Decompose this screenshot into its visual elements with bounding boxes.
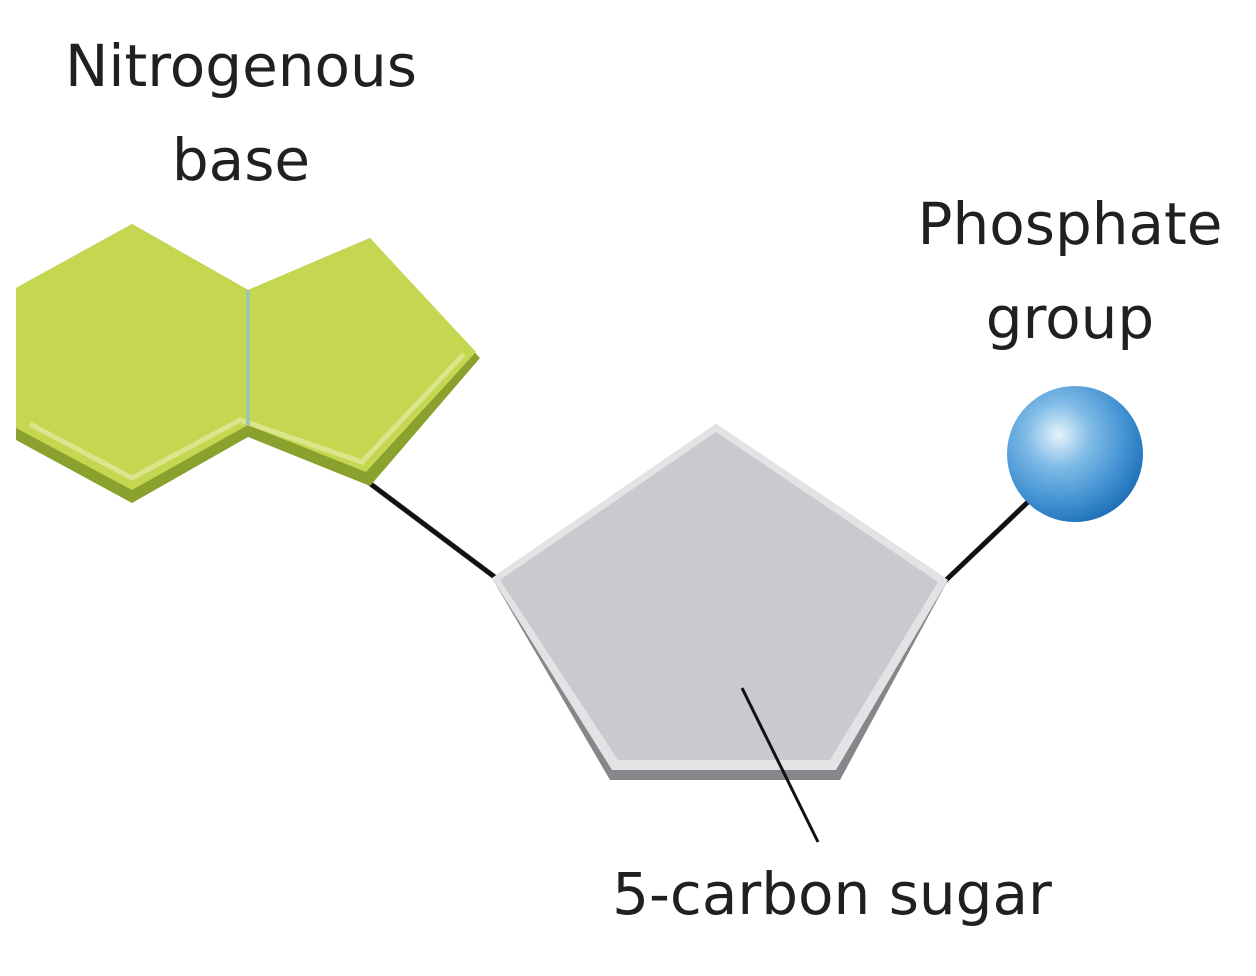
sugar-shape <box>492 424 948 780</box>
phosphate-group-sphere <box>1007 386 1143 522</box>
sugar-phosphate-bond <box>942 498 1032 584</box>
nitrogenous-base-label-line2: base <box>172 126 310 194</box>
nitrogenous-base-label-line1: Nitrogenous <box>65 32 417 100</box>
phosphate-group-label-line1: Phosphate <box>918 190 1223 258</box>
base-bevel-highlight <box>28 352 466 481</box>
nitrogenous-base-shape <box>16 224 480 503</box>
sugar-pentagon <box>500 432 938 760</box>
base-sugar-bond <box>366 480 498 580</box>
sugar-label: 5-carbon sugar <box>612 860 1052 928</box>
base-pentagon <box>248 238 476 472</box>
phosphate-group-label-line2: group <box>986 284 1154 352</box>
base-hexagon <box>16 224 248 490</box>
sugar-pointer-line <box>740 687 820 843</box>
